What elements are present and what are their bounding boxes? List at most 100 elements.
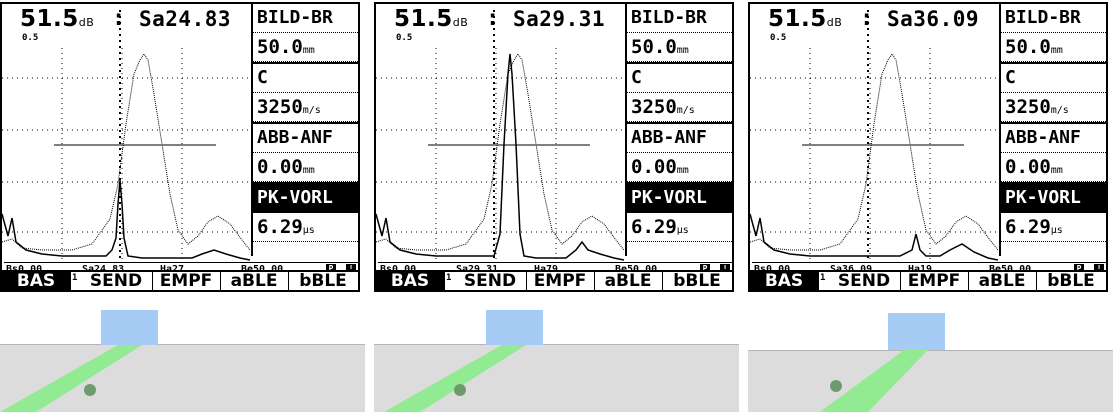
sound-path-readout: Sa36.09 (887, 7, 980, 31)
rf-signal (750, 213, 998, 261)
status-ha: Ha27 (160, 264, 185, 272)
menu-bble[interactable]: bBLE (673, 271, 721, 291)
menu-page-number: 1 (72, 273, 78, 283)
rf-signal (376, 53, 624, 261)
flaw-detector-screen: 51.5dB : Sa29.31 0.5 BILD-BR 50.0mm C 32… (374, 2, 734, 272)
param-label-probe-delay[interactable]: PK-VORL (627, 182, 732, 213)
sound-beam (384, 345, 526, 412)
status-ha: Ha79 (534, 264, 559, 272)
softkey-menu: BAS 1 SEND EMPF aBLE bBLE (374, 270, 734, 292)
menu-send[interactable]: SEND (80, 272, 153, 290)
header-separator: : (860, 6, 874, 31)
status-be: Be50.00 (989, 264, 1032, 272)
param-value-probe-delay: 6.29μs (253, 213, 358, 242)
header-separator: : (112, 6, 126, 31)
param-label-probe-delay[interactable]: PK-VORL (253, 182, 358, 213)
menu-able[interactable]: aBLE (968, 272, 1037, 290)
menu-bble[interactable]: bBLE (1047, 271, 1095, 291)
parameter-column: BILD-BR 50.0mm C 3250m/s ABB-ANF 0.00mm … (251, 4, 358, 256)
menu-empf[interactable]: EMPF (152, 272, 221, 290)
scale-label: 0.5 (770, 33, 787, 43)
param-value-range: 50.0mm (1001, 33, 1106, 62)
menu-send[interactable]: SEND (828, 272, 901, 290)
echo-envelope (750, 53, 998, 251)
status-bar: Bs0.00 Sa29.31 Ha79 Be50.00 P ! (378, 262, 732, 272)
screen-header: 51.5dB : Sa24.83 0.5 (2, 4, 254, 44)
menu-empf[interactable]: EMPF (900, 272, 969, 290)
param-label-velocity[interactable]: C (253, 62, 358, 93)
probe-icon (101, 310, 158, 345)
echo-envelope (2, 53, 250, 251)
menu-page-number: 1 (446, 273, 452, 283)
status-bs: Bs0.00 (6, 264, 43, 272)
scan-panel-2: 51.5dB : Sa29.31 0.5 BILD-BR 50.0mm C 32… (374, 0, 739, 412)
gain-readout: 51.5dB (20, 6, 95, 32)
param-label-probe-delay[interactable]: PK-VORL (1001, 182, 1106, 213)
status-flag-p: P (326, 264, 336, 270)
status-bs: Bs0.00 (380, 264, 417, 272)
param-label-display-delay[interactable]: ABB-ANF (1001, 122, 1106, 153)
a-scan-display (750, 10, 998, 262)
param-value-probe-delay: 6.29μs (1001, 213, 1106, 242)
param-label-velocity[interactable]: C (1001, 62, 1106, 93)
rf-signal (2, 179, 250, 261)
menu-bas[interactable]: BAS (750, 272, 819, 290)
probe-diagram (374, 300, 739, 412)
parameter-column: BILD-BR 50.0mm C 3250m/s ABB-ANF 0.00mm … (999, 4, 1106, 256)
menu-bas[interactable]: BAS (2, 272, 71, 290)
status-sa: Sa24.83 (82, 264, 125, 272)
flaw-detector-screen: 51.5dB : Sa36.09 0.5 BILD-BR 50.0mm C 32… (748, 2, 1108, 272)
status-flag-alert: ! (1094, 264, 1104, 270)
param-value-probe-delay: 6.29μs (627, 213, 732, 242)
menu-send[interactable]: SEND (454, 272, 527, 290)
menu-able[interactable]: aBLE (220, 272, 289, 290)
status-flag-p: P (700, 264, 710, 270)
reflector-icon (84, 384, 96, 396)
param-label-display-delay[interactable]: ABB-ANF (627, 122, 732, 153)
softkey-menu: BAS 1 SEND EMPF aBLE bBLE (748, 270, 1108, 292)
status-be: Be50.00 (241, 264, 284, 272)
param-value-range: 50.0mm (627, 33, 732, 62)
param-value-display-delay: 0.00mm (253, 153, 358, 182)
scan-panel-1: 51.5dB : Sa24.83 0.5 BILD-BR 50.0mm C 32… (0, 0, 365, 412)
probe-icon (486, 310, 543, 345)
param-value-display-delay: 0.00mm (1001, 153, 1106, 182)
status-bar: Bs0.00 Sa24.83 Ha27 Be50.00 P ! (4, 262, 358, 272)
header-separator: : (486, 6, 500, 31)
probe-diagram (0, 300, 365, 412)
test-specimen (748, 350, 1113, 412)
param-label-display-delay[interactable]: ABB-ANF (253, 122, 358, 153)
probe-diagram (748, 300, 1113, 412)
menu-able[interactable]: aBLE (594, 272, 663, 290)
param-value-velocity: 3250m/s (1001, 93, 1106, 122)
sound-path-readout: Sa24.83 (139, 7, 232, 31)
menu-bas[interactable]: BAS (376, 272, 445, 290)
a-scan-display (2, 10, 250, 262)
echo-envelope (376, 53, 624, 251)
param-label-range[interactable]: BILD-BR (253, 4, 358, 33)
status-flag-alert: ! (346, 264, 356, 270)
sound-path-readout: Sa29.31 (513, 7, 606, 31)
param-label-velocity[interactable]: C (627, 62, 732, 93)
screen-header: 51.5dB : Sa29.31 0.5 (376, 4, 628, 44)
screen-header: 51.5dB : Sa36.09 0.5 (750, 4, 1002, 44)
status-bar: Bs0.00 Sa36.09 Ha19 Be50.00 P ! (752, 262, 1106, 272)
param-label-range[interactable]: BILD-BR (627, 4, 732, 33)
status-sa: Sa29.31 (456, 264, 499, 272)
status-flag-p: P (1074, 264, 1084, 270)
flaw-detector-screen: 51.5dB : Sa24.83 0.5 BILD-BR 50.0mm C 32… (0, 2, 360, 272)
scale-label: 0.5 (22, 33, 39, 43)
a-scan-display (376, 10, 624, 262)
gain-readout: 51.5dB (394, 6, 469, 32)
param-value-velocity: 3250m/s (627, 93, 732, 122)
status-ha: Ha19 (908, 264, 933, 272)
softkey-menu: BAS 1 SEND EMPF aBLE bBLE (0, 270, 360, 292)
status-sa: Sa36.09 (830, 264, 873, 272)
menu-empf[interactable]: EMPF (526, 272, 595, 290)
param-value-display-delay: 0.00mm (627, 153, 732, 182)
menu-bble[interactable]: bBLE (299, 271, 347, 291)
param-label-range[interactable]: BILD-BR (1001, 4, 1106, 33)
scan-panel-3: 51.5dB : Sa36.09 0.5 BILD-BR 50.0mm C 32… (748, 0, 1113, 412)
gain-readout: 51.5dB (768, 6, 843, 32)
probe-icon (888, 313, 945, 350)
